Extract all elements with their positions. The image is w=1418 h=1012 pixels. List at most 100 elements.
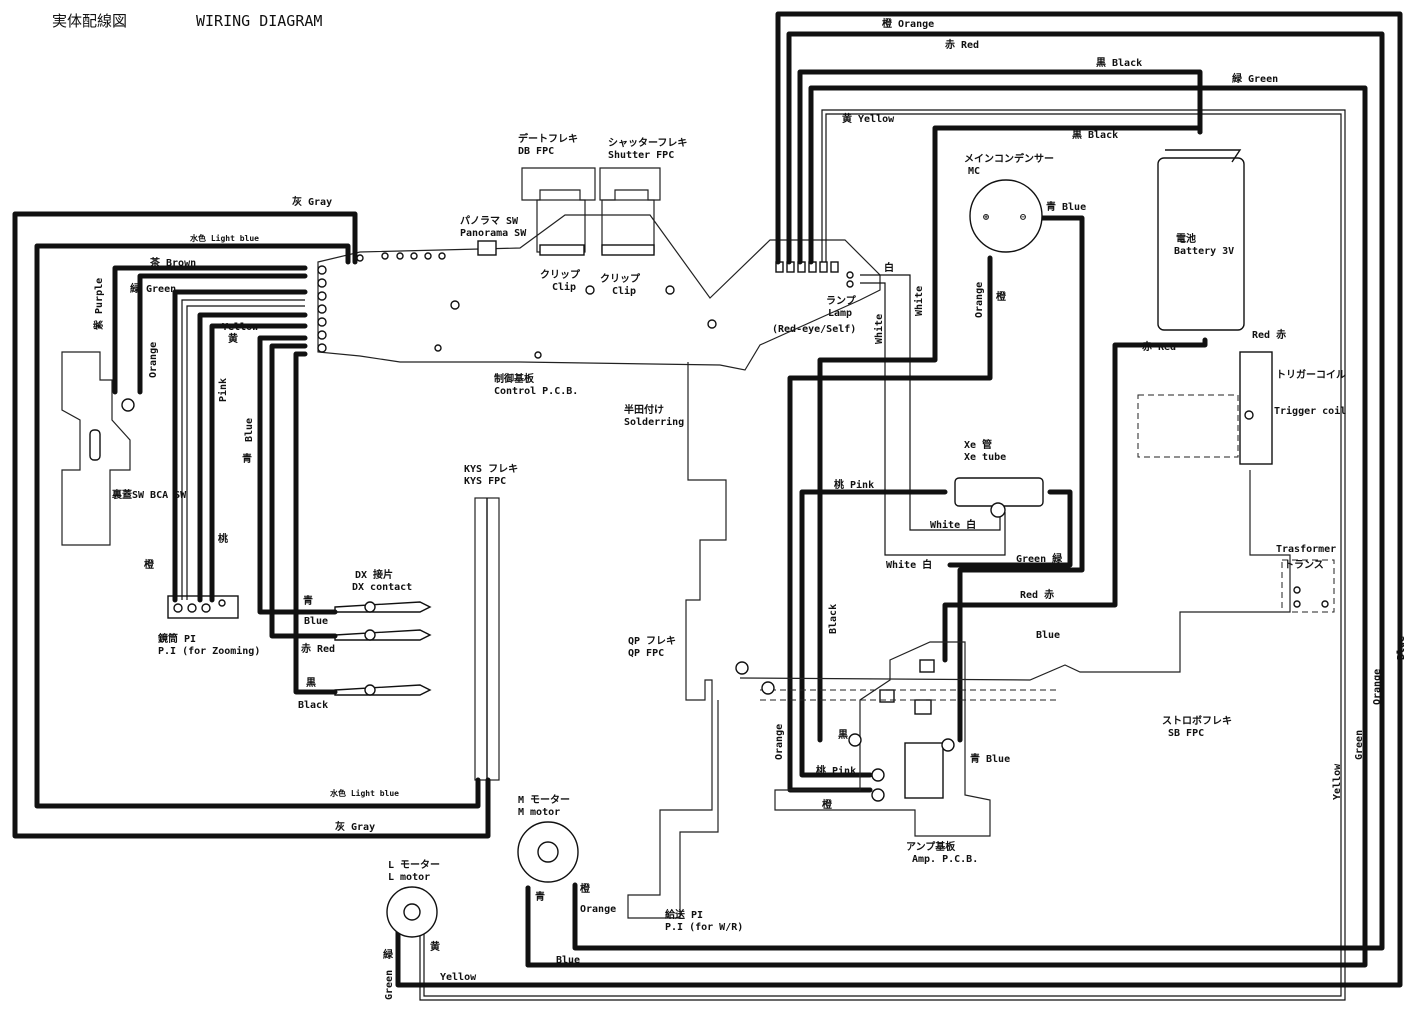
wire-red-battery (942, 337, 1208, 663)
sb-fpc (739, 470, 1291, 681)
label-black-top: 黒 Black (1096, 57, 1142, 69)
label-blue-xe: Blue (1036, 630, 1060, 641)
label-m-orange-jp: 橙 (580, 882, 591, 895)
title-en: WIRING DIAGRAM (196, 12, 322, 30)
bca-contact (121, 398, 135, 412)
label-orange-mc: Orange (974, 282, 985, 318)
label-feed-pi-jp: 給送 PI (665, 908, 703, 921)
label-white-xe2: White 白 (886, 558, 932, 571)
wire-pink-left (209, 323, 308, 603)
label-orange-mc-jp: 橙 (996, 290, 1007, 303)
label-sb-fpc-jp: ストロボフレキ (1162, 714, 1232, 727)
label-sb-fpc-en: SB FPC (1168, 728, 1204, 739)
label-soldering-jp: 半田付け (624, 403, 664, 416)
trigger-coil (1239, 351, 1273, 465)
dx-contact-3 (334, 684, 432, 696)
wire-blue-mc (957, 215, 1085, 743)
wire-orange-top (395, 11, 1403, 988)
label-kys-fpc-jp: KYS フレキ (464, 463, 518, 475)
panorama-switch (477, 240, 497, 256)
label-m-motor-jp: M モーター (518, 794, 570, 806)
wire-pink-xe (799, 489, 948, 778)
label-red-top: 赤 Red (945, 38, 979, 51)
mc-plus: ⊕ (983, 212, 989, 223)
label-m-blue-jp: 青 (535, 890, 545, 903)
label-brown: 茶 Brown (149, 256, 196, 269)
label-red-battery2: 赤 Red (1142, 340, 1176, 353)
label-blue-right-vert: Blue (1396, 636, 1407, 660)
label-db-fpc-en: DB FPC (518, 146, 554, 157)
label-dx-black-jp: 黒 (306, 677, 316, 689)
label-black-mid: 黒 Black (1072, 129, 1118, 141)
label-orange-amp-vert: Orange (774, 724, 785, 760)
label-yellow-bottom: Yellow (440, 972, 477, 983)
label-xe-tube-en: Xe tube (964, 452, 1006, 463)
label-amp-pcb-jp: アンプ基板 (906, 840, 956, 853)
label-yellow-left: Yellow (222, 322, 259, 333)
label-control-pcb-en: Control P.C.B. (494, 386, 578, 397)
transformer (1281, 559, 1335, 613)
label-transformer-jp: トランス (1284, 559, 1324, 571)
label-red-battery: Red 赤 (1252, 328, 1286, 341)
label-light-blue-top: 水色 Light blue (189, 233, 259, 243)
label-dx-blue: Blue (304, 616, 328, 627)
label-m-motor-en: M motor (518, 807, 560, 818)
wire-gray (12, 211, 491, 839)
label-dx-contact-jp: DX 接片 (355, 568, 393, 581)
label-white-vert: White (873, 314, 885, 344)
dx-contact-1 (334, 601, 432, 613)
amp-component (904, 742, 944, 799)
wire-green-xe (947, 489, 1073, 568)
label-lamp-note: (Red-eye/Self) (772, 324, 856, 335)
label-lamp-en: Lamp (828, 308, 852, 319)
label-panorama-jp: パノラマ SW (460, 215, 519, 227)
label-l-motor-jp: L モーター (388, 859, 440, 871)
label-main-capacitor-en: MC (968, 166, 980, 177)
label-m-orange: Orange (580, 904, 616, 915)
control-pcb-outline (317, 214, 881, 371)
wire-white-lamp (860, 274, 1006, 556)
label-white-xe: White 白 (930, 518, 976, 531)
main-capacitor (969, 179, 1043, 253)
label-qp-fpc-en: QP FPC (628, 648, 664, 659)
label-purple: 紫 Purple (92, 278, 105, 330)
label-red-xe: Red 赤 (1020, 588, 1054, 601)
bca-switch (61, 351, 131, 546)
wire-yellow-left (197, 312, 308, 603)
label-blue-bottom: Blue (556, 955, 580, 966)
label-orange-top: 橙 Orange (882, 17, 934, 30)
wire-green-left (172, 289, 308, 603)
label-pi-zoom-jp: 鏡筒 PI (158, 632, 196, 645)
label-db-fpc-jp: デートフレキ (518, 132, 578, 145)
control-pcb-pads (317, 252, 717, 359)
label-pink-left-jp: 桃 (218, 532, 228, 545)
shutter-fpc (599, 167, 661, 256)
wire-orange-left (181, 299, 305, 600)
dx-contact-2 (334, 629, 432, 641)
label-orange-left: Orange (148, 342, 159, 378)
label-dx-contact-en: DX contact (352, 582, 412, 593)
label-white-right: White (913, 286, 925, 316)
label-orange-amp-jp: 橙 (822, 798, 833, 811)
label-blue-mc: 青 Blue (1046, 200, 1086, 213)
qp-screw-2 (761, 681, 775, 695)
bca-slot (89, 429, 101, 461)
label-feed-pi-en: P.I (for W/R) (665, 922, 743, 933)
label-shutter-fpc-en: Shutter FPC (608, 150, 674, 161)
zoom-pi-pins (173, 599, 226, 613)
label-amp-pcb-en: Amp. P.C.B. (912, 854, 978, 865)
wire-yellow-top (419, 109, 1346, 1001)
trigger-coil-area (1137, 394, 1239, 458)
wire-red-top (572, 31, 1385, 951)
battery (1157, 157, 1245, 331)
qp-screw-1 (735, 661, 749, 675)
battery-clip (1165, 149, 1242, 163)
db-fpc (521, 167, 596, 256)
mc-minus: ⊖ (1020, 212, 1026, 223)
wire-black-dx (293, 351, 338, 695)
label-battery-en: Battery 3V (1174, 246, 1234, 257)
label-gray-bottom: 灰 Gray (335, 820, 375, 833)
label-clip2-jp: クリップ (600, 272, 641, 285)
